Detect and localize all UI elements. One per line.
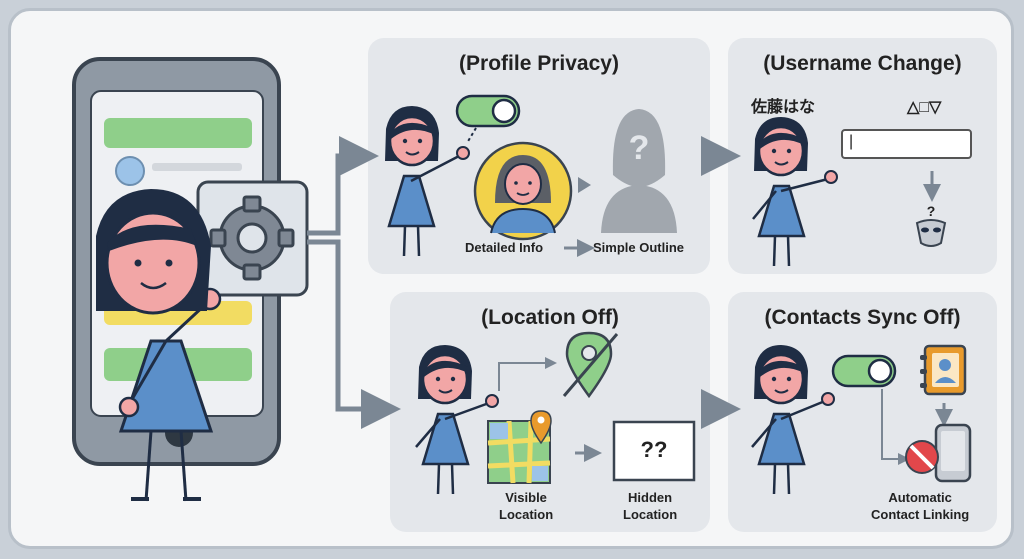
address-book-icon [920,344,967,396]
map-icon [487,410,552,484]
panel-title: (Profile Privacy) [459,52,619,75]
svg-text:?: ? [927,203,936,219]
gear-icon [196,180,309,297]
arrow-icon [881,389,910,465]
flow-arrows [307,136,741,429]
diagram-graphics: ? ? [72,57,972,502]
panel-title: (Location Off) [481,306,619,329]
contact-linking-line: Contact Linking [871,507,970,522]
contact-sync-blocked-icon [905,423,972,483]
visible-location-line-1: Visible [505,490,547,505]
panel-location-off: (Location Off) [390,292,710,532]
visible-location-line-2: Location [499,507,554,522]
svg-text:?: ? [629,129,650,167]
username-field: | [841,129,972,159]
username-masked: △□▽ [907,99,942,116]
automatic-line: Automatic [888,490,952,505]
username-original: 佐藤はな [751,99,816,116]
automatic-contact-linking-label: Automatic Contact Linking [871,489,969,523]
toggle-switch-icon [831,354,897,388]
anonymous-silhouette-icon: ? [601,109,677,233]
diagram-frame: (Profile Privacy) (Username Change) (Loc… [8,8,1014,549]
hidden-location-label: Hidden Location [623,489,677,523]
panel-title: (Contacts Sync Off) [764,306,961,329]
profile-person [385,106,470,257]
hidden-location-marks: ?? [640,437,668,462]
username-person [752,117,838,267]
panel-title: (Username Change) [763,52,962,75]
arrow-icon [578,177,591,193]
hidden-location-box [612,420,696,482]
location-off-icon [562,331,619,399]
main-person-illustration [96,189,222,502]
arrow-icon [498,357,557,391]
location-person [415,345,499,495]
mask-icon: ? [915,203,947,247]
visible-location-label: Visible Location [499,489,553,523]
hidden-location-line-1: Hidden [628,490,673,505]
toggle-switch-icon [455,94,521,144]
contacts-person [751,345,835,495]
hidden-location-line-2: Location [623,507,678,522]
text-cursor: | [849,133,854,150]
simple-outline-label: Simple Outline [593,240,685,255]
detailed-info-label: Detailed Info [465,240,544,255]
detailed-profile-avatar-icon [473,141,573,241]
